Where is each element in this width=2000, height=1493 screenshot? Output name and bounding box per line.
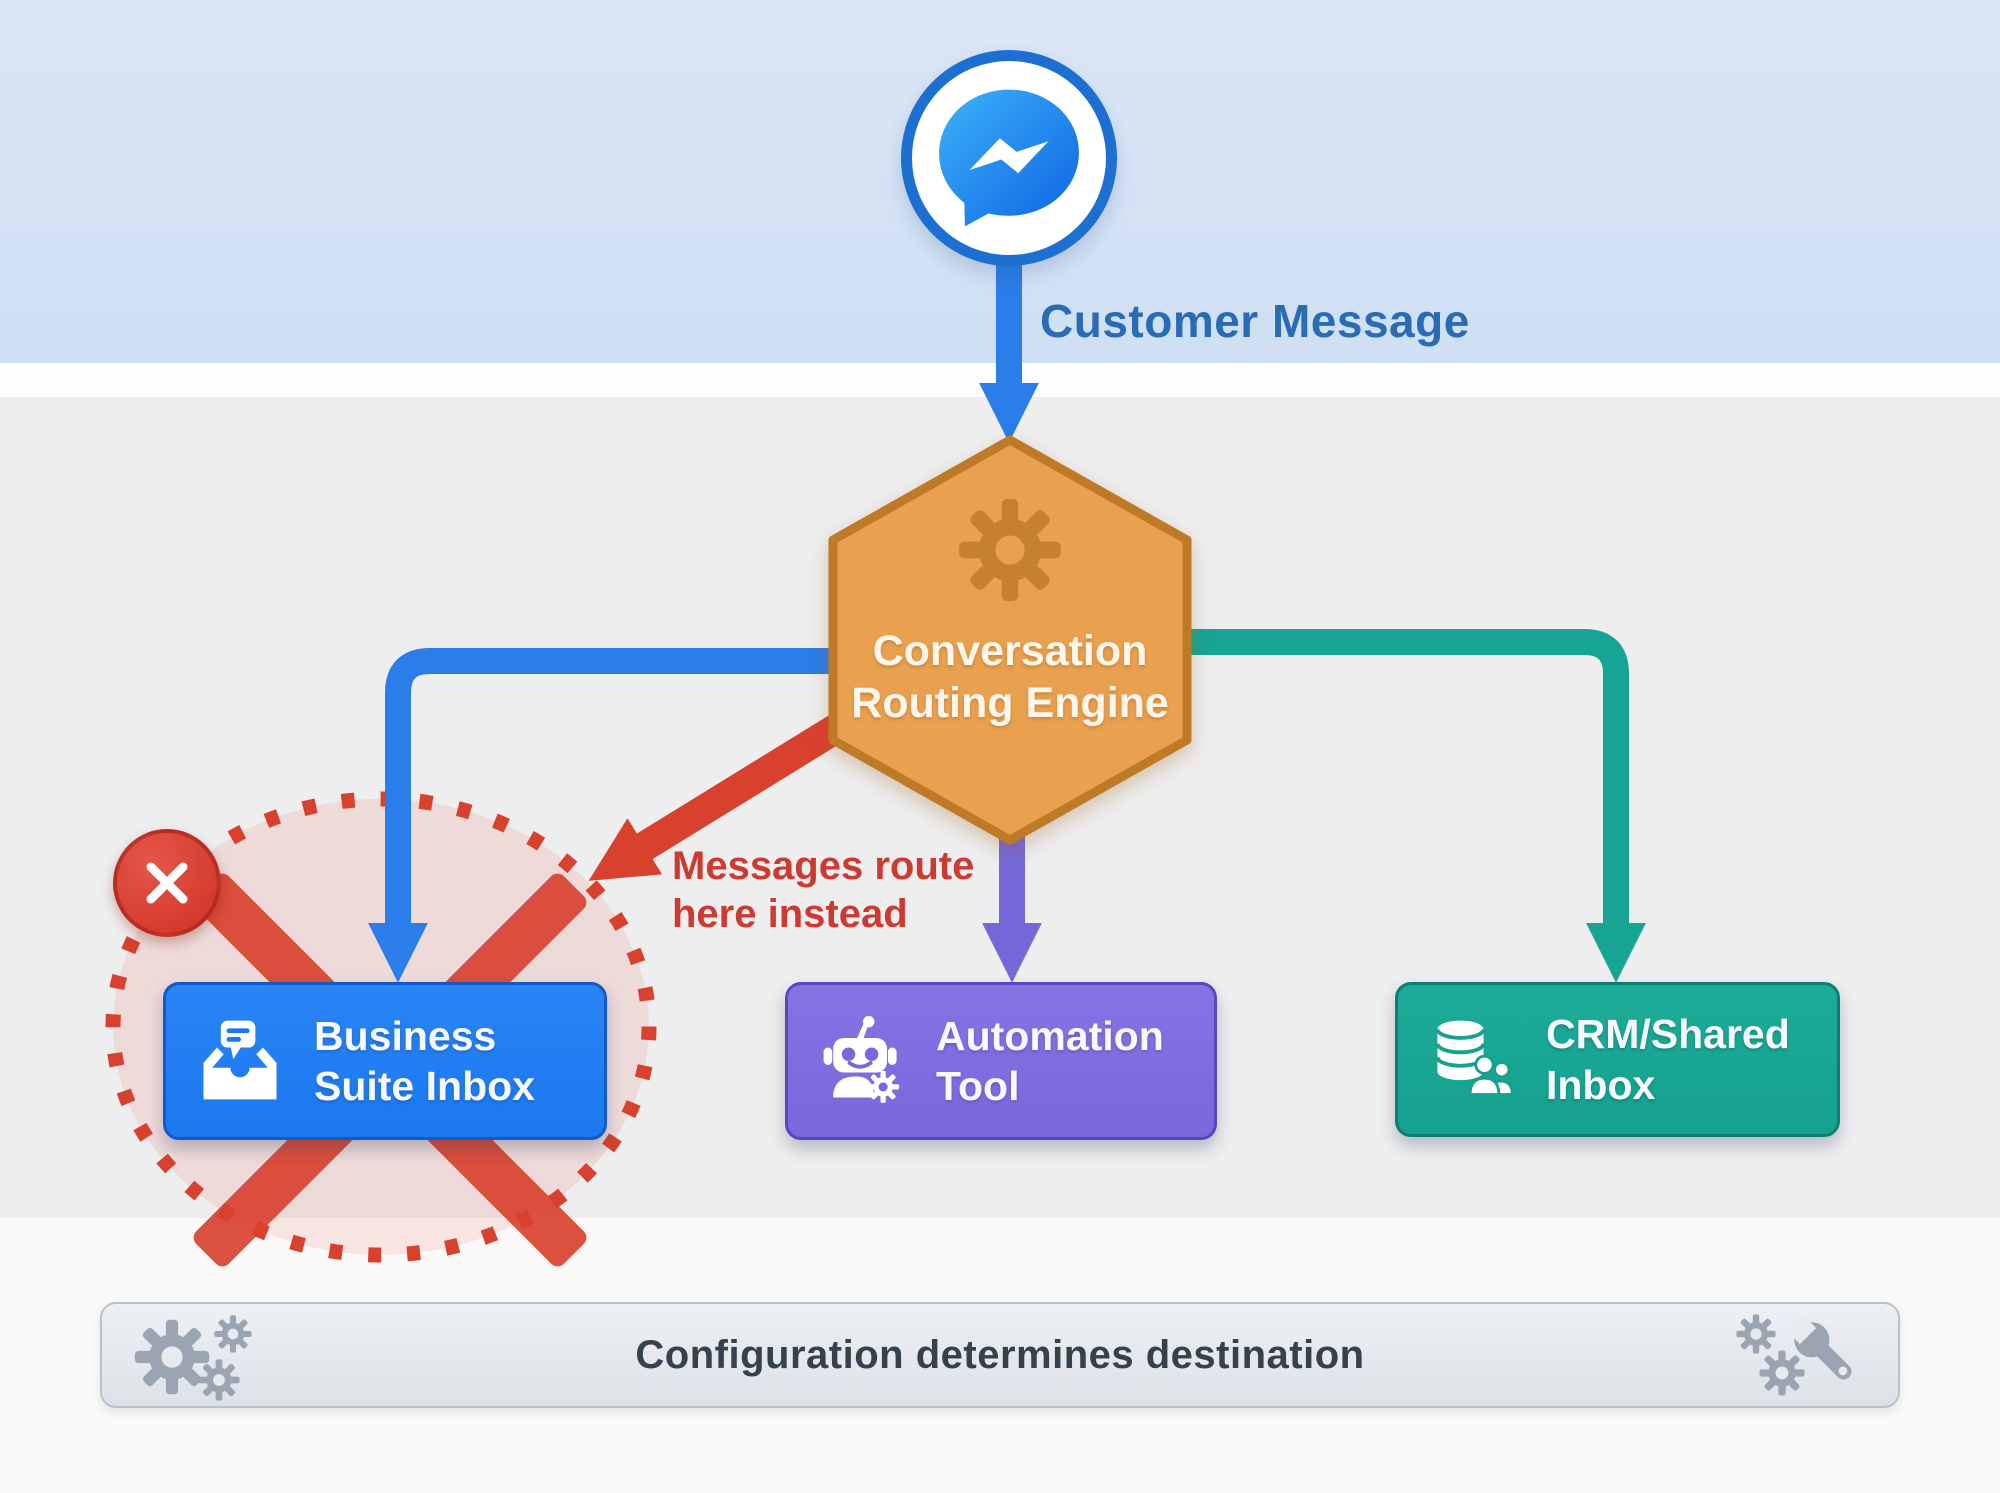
database-users-icon [1435, 1020, 1514, 1096]
robot-gear-icon [823, 1015, 900, 1103]
destination-label: Automation Tool [936, 1012, 1164, 1109]
inbox-chat-icon [203, 1020, 277, 1100]
customer-message-label: Customer Message [1040, 295, 1470, 347]
destination-label: Business Suite Inbox [314, 1012, 535, 1109]
destination-business-suite-inbox: Business Suite Inbox [163, 982, 607, 1140]
router-hexagon [828, 435, 1192, 845]
messenger-icon [939, 89, 1079, 227]
error-badge [113, 829, 221, 937]
destination-automation-tool: Automation Tool [785, 982, 1217, 1140]
config-bar: Configuration determines destination [100, 1302, 1900, 1408]
x-circle-icon [146, 862, 188, 904]
reroute-annotation: Messages route here instead [672, 844, 975, 936]
messenger-node [901, 50, 1117, 266]
router-label: Conversation Routing Engine [851, 627, 1169, 727]
destination-label: CRM/Shared Inbox [1546, 1011, 1790, 1108]
config-bar-label: Configuration determines destination [635, 1332, 1365, 1377]
router-node [828, 435, 1192, 845]
arrow-router-to-crm [1170, 629, 1646, 983]
arrow-router-to-business-inbox [368, 648, 852, 983]
gear-wrench-icon [1736, 1312, 1862, 1396]
gear-icon [959, 499, 1061, 601]
destination-crm-shared-inbox: CRM/Shared Inbox [1395, 982, 1840, 1137]
